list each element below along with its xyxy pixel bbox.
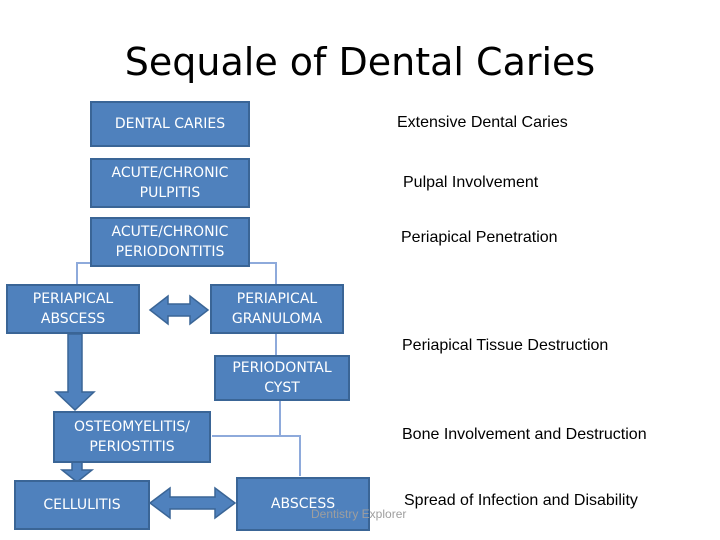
box-periodontitis: ACUTE/CHRONIC PERIODONTITIS	[90, 217, 250, 267]
down-arrow-block-2	[59, 461, 95, 483]
label-pulpal-involvement: Pulpal Involvement	[403, 174, 539, 191]
label-bone-involvement: Bone Involvement and Destruction	[402, 426, 647, 443]
box-label: ABSCESS	[270, 496, 336, 512]
connector-osteomyelitis-to-abscess	[280, 435, 301, 476]
box-cellulitis: CELLULITIS	[14, 480, 150, 530]
double-arrow-cellulitis-abscess	[148, 486, 237, 520]
box-label: ACUTE/CHRONIC PERIODONTITIS	[111, 224, 229, 260]
watermark: Dentistry Explorer	[311, 507, 407, 521]
box-label: PERIODONTAL CYST	[232, 360, 332, 396]
box-label: DENTAL CARIES	[114, 116, 226, 132]
label-spread-infection: Spread of Infection and Disability	[404, 492, 638, 509]
box-label: PERIAPICAL GRANULOMA	[231, 291, 323, 327]
box-label: OSTEOMYELITIS/ PERIOSTITIS	[73, 419, 190, 455]
box-periapical-granuloma: PERIAPICAL GRANULOMA	[210, 284, 344, 334]
box-label: CELLULITIS	[43, 497, 121, 513]
box-pulpitis: ACUTE/CHRONIC PULPITIS	[90, 158, 250, 208]
page-title: Sequale of Dental Caries	[124, 40, 596, 84]
connector-periodontitis-to-granuloma	[250, 262, 277, 284]
box-periodontal-cyst: PERIODONTAL CYST	[214, 355, 350, 401]
box-periapical-abscess: PERIAPICAL ABSCESS	[6, 284, 140, 334]
box-label: PERIAPICAL ABSCESS	[32, 291, 114, 327]
connector-cyst-to-osteomyelitis	[212, 401, 281, 437]
box-abscess: ABSCESS	[236, 477, 370, 531]
double-arrow-abscess-granuloma	[148, 294, 210, 326]
label-periapical-penetration: Periapical Penetration	[401, 229, 558, 246]
down-arrow-block	[54, 333, 96, 412]
box-label: ACUTE/CHRONIC PULPITIS	[111, 165, 229, 201]
label-extensive-caries: Extensive Dental Caries	[397, 114, 568, 131]
box-osteomyelitis: OSTEOMYELITIS/ PERIOSTITIS	[53, 411, 211, 463]
box-dental-caries: DENTAL CARIES	[90, 101, 250, 147]
label-tissue-destruction: Periapical Tissue Destruction	[402, 337, 609, 354]
